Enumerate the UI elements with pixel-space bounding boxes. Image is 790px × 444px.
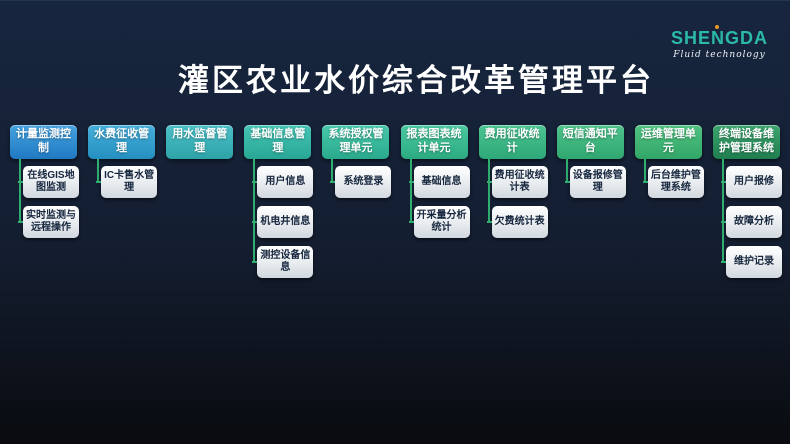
submodule-list: 在线GIS地图监测实时监测与远程操作 [18, 166, 79, 238]
module-header: 短信通知平台 [556, 125, 624, 159]
module-column: 用水监督管理 [166, 125, 234, 286]
submodule-node: IC卡售水管理 [96, 166, 158, 198]
brand-logo-dot-icon [715, 25, 720, 29]
module-header: 运维管理单元 [634, 125, 702, 159]
module-header: 基础信息管理 [244, 125, 312, 159]
submodule-list: 系统登录 [330, 166, 392, 198]
submodule-list: IC卡售水管理 [96, 166, 158, 198]
submodule-node: 用户报修 [720, 166, 782, 198]
submodule-node: 实时监测与远程操作 [18, 206, 79, 238]
submodule-node: 在线GIS地图监测 [18, 166, 79, 198]
submodule-node: 后台维护管理系统 [642, 166, 704, 198]
module-header: 费用征收统计 [478, 125, 546, 159]
submodule-node: 欠费统计表 [486, 206, 548, 238]
brand-logo-text: SHENGDA [670, 28, 768, 48]
submodule-list: 设备报修管理 [564, 166, 626, 198]
submodule-node: 测控设备信息 [252, 246, 314, 278]
connector-line [19, 159, 21, 222]
module-column: 系统授权管理单元系统登录 [322, 125, 392, 286]
submodule-list: 费用征收统计表欠费统计表 [486, 166, 548, 238]
submodule-node: 费用征收统计表 [486, 166, 548, 198]
brand-logo-tagline: Fluid technology [673, 50, 766, 60]
module-header: 系统授权管理单元 [322, 125, 390, 159]
module-header: 报表图表统计单元 [400, 125, 468, 159]
connector-line [643, 159, 646, 182]
submodule-list: 用户报修故障分析维护记录 [720, 166, 782, 278]
module-column: 费用征收统计费用征收统计表欠费统计表 [478, 125, 548, 286]
connector-line [253, 159, 256, 262]
submodule-node: 设备报修管理 [564, 166, 626, 198]
submodule-list: 后台维护管理系统 [642, 166, 704, 198]
submodule-node: 基础信息 [408, 166, 470, 198]
submodule-list: 用户信息机电井信息测控设备信息 [252, 166, 314, 278]
submodule-node: 系统登录 [330, 166, 392, 198]
connector-line [331, 159, 334, 182]
connector-line [97, 159, 100, 182]
connector-line [721, 159, 724, 262]
module-header: 用水监督管理 [166, 125, 234, 159]
connector-line [487, 159, 490, 222]
module-header: 计量监测控制 [10, 125, 77, 159]
brand-logo-wordmark: SHENGDA [671, 24, 768, 49]
submodule-node: 开采量分析统计 [408, 206, 470, 238]
module-column: 短信通知平台设备报修管理 [556, 125, 626, 286]
module-column: 基础信息管理用户信息机电井信息测控设备信息 [244, 125, 314, 286]
submodule-node: 故障分析 [720, 206, 782, 238]
module-column: 水费征收管理 IC卡售水管理 [88, 125, 158, 286]
submodule-list: 基础信息开采量分析统计 [408, 166, 470, 238]
connector-line [565, 159, 568, 182]
module-header: 终端设备维护管理系统 [712, 125, 780, 159]
module-column: 运维管理单元后台维护管理系统 [634, 125, 704, 286]
module-column: 终端设备维护管理系统用户报修故障分析维护记录 [712, 125, 782, 286]
module-header: 水费征收管理 [88, 125, 156, 159]
page-title: 灌区农业水价综合改革管理平台 [178, 63, 654, 98]
submodule-node: 用户信息 [252, 166, 314, 198]
module-column: 报表图表统计单元基础信息开采量分析统计 [400, 125, 470, 286]
module-column: 计量监测控制在线GIS地图监测实时监测与远程操作 [10, 125, 79, 286]
submodule-node: 机电井信息 [252, 206, 314, 238]
brand-logo: SHENGDA Fluid technology [671, 24, 768, 60]
connector-line [409, 159, 412, 222]
submodule-node: 维护记录 [720, 246, 782, 278]
